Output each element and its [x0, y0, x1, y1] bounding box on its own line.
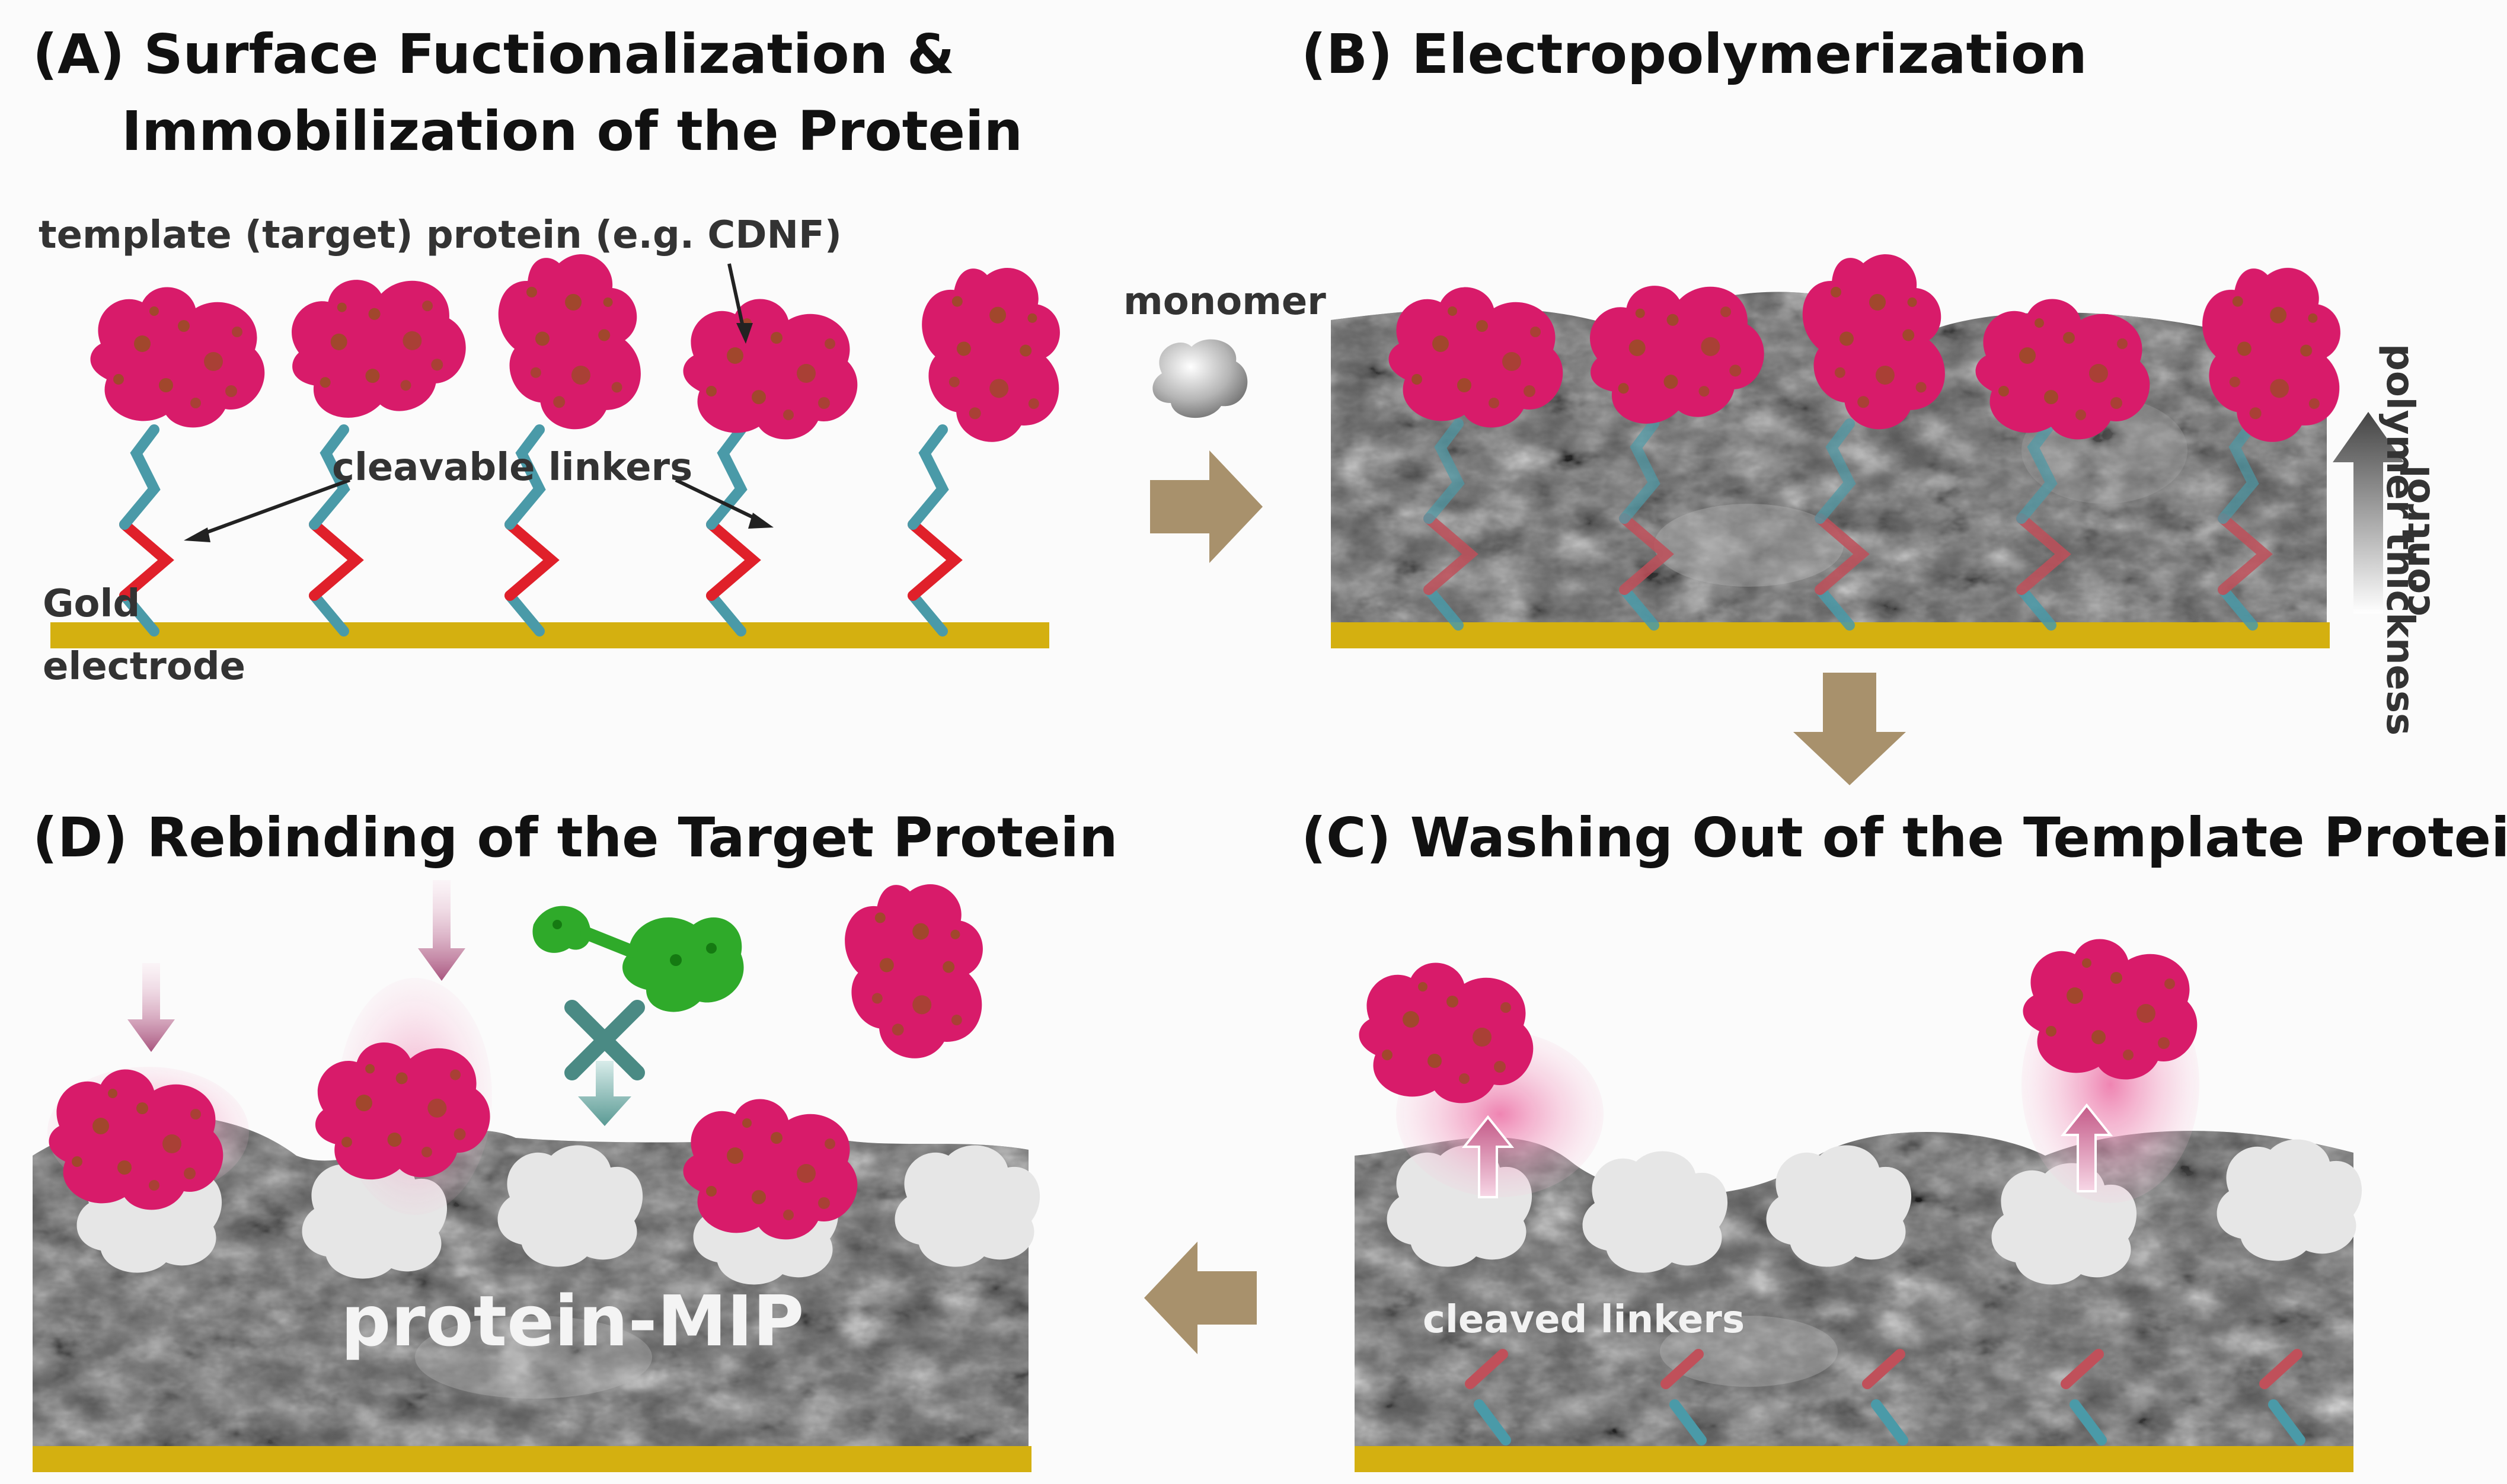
- gold-electrode-c: [1355, 1446, 2353, 1472]
- control-label: control: [2395, 465, 2439, 616]
- panel-a-title-line2: Immobilization of the Protein: [122, 100, 1023, 163]
- monomer-label: monomer: [1123, 280, 1326, 324]
- gold-electrode-b: [1331, 622, 2330, 648]
- binding-arrow-d1: [127, 963, 175, 1052]
- monomer-blob-icon: [1152, 339, 1248, 418]
- panel-c: [1355, 939, 2362, 1472]
- thickness-arrow-icon: [2333, 412, 2404, 613]
- gold-label: Gold: [43, 582, 140, 626]
- gold-electrode-d: [33, 1446, 1031, 1472]
- panel-b-title: (B) Electropolymerization: [1301, 23, 2087, 86]
- release-arrow-c2: [2060, 1103, 2113, 1192]
- gold-electrode-a: [50, 622, 1049, 648]
- panel-a-title-line1: (A) Surface Fuctionalization &: [33, 23, 955, 86]
- panel-d-title: (D) Rebinding of the Target Protein: [33, 806, 1118, 869]
- protein-mip-label: protein-MIP: [341, 1280, 804, 1362]
- cleaved-linkers-label: cleaved linkers: [1423, 1298, 1745, 1342]
- panel-b: [1152, 234, 2404, 648]
- panel-d: [33, 866, 1040, 1472]
- non-target-protein: [532, 906, 744, 1012]
- release-arrow-c1: [1461, 1115, 1515, 1198]
- panel-c-title: (C) Washing Out of the Template Protein: [1301, 806, 2507, 869]
- binding-arrow-d2: [418, 880, 465, 981]
- panel-a: [50, 234, 1084, 648]
- template-protein-label: template (target) protein (e.g. CDNF): [39, 213, 842, 257]
- reject-cross-icon: [564, 1000, 645, 1126]
- electrode-label: electrode: [43, 645, 246, 689]
- cleavable-linkers-label: cleavable linkers: [332, 446, 693, 490]
- proteins-a: [90, 234, 1084, 455]
